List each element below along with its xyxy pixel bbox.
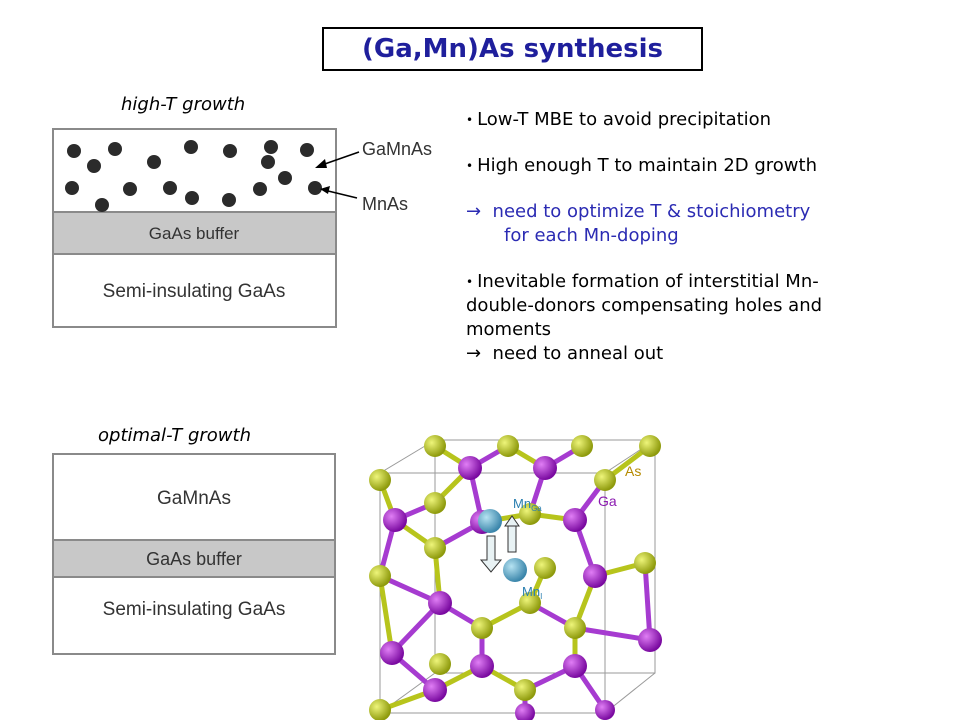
implies-arrow: → [466,201,482,222]
bullet-2: •High enough T to maintain 2D growth [466,155,817,176]
as-label: As [625,463,641,479]
optimal-t-gamnas-label: GaMnAs [157,488,231,509]
high-t-buffer-layer [52,211,337,255]
bullet-1: •Low-T MBE to avoid precipitation [466,109,772,130]
high-t-substrate-label: Semi-insulating GaAs [103,281,286,302]
ga-label: Ga [598,493,617,509]
optimal-t-buffer-label: GaAs buffer [146,549,242,569]
moment-arrows [479,515,520,573]
high-t-buffer-label: GaAs buffer [149,224,240,243]
bullet-list: •Low-T MBE to avoid precipitation •High … [466,108,906,366]
page-title: (Ga,Mn)As synthesis [362,34,663,64]
optimal-t-substrate-label: Semi-insulating GaAs [103,599,286,620]
bullet-3-line-2: for each Mn-doping [504,225,679,246]
high-t-diagram: GaAs buffer Semi-insulating GaAs GaMnAs … [52,128,432,328]
ga-atoms [380,456,662,720]
bullet-4-line-1: •Inevitable formation of interstitial Mn… [466,271,819,292]
gamnas-pointer-arrowhead [315,159,327,168]
mnas-label: MnAs [362,194,408,214]
bullet-5: → need to anneal out [466,343,664,364]
mn-i-atom [503,558,527,582]
optimal-t-buffer-layer [52,539,336,578]
bullet-4-line-2: double-donors compensating holes and [466,295,823,316]
title-box: (Ga,Mn)As synthesis [322,27,703,71]
implies-arrow: → [466,343,482,364]
optimal-t-caption: optimal-T growth [98,425,251,446]
crystal-structure: As Ga MnGa MnI [369,435,662,720]
optimal-t-diagram: GaMnAs GaAs buffer Semi-insulating GaAs [52,453,336,655]
as-atoms [369,435,661,720]
high-t-caption: high-T growth [121,94,246,115]
bullet-4-line-3: moments [466,319,551,340]
mnas-precipitates [65,140,322,212]
mn-i-label: MnI [522,584,542,601]
gamnas-label: GaMnAs [362,139,432,159]
mnas-pointer-line [323,189,358,199]
mn-ga-atom [478,509,502,533]
mnas-pointer-arrowhead [320,186,330,194]
bullet-3-line-1: → need to optimize T & stoichiometry [466,201,811,222]
mn-ga-label: MnGa [513,496,542,513]
